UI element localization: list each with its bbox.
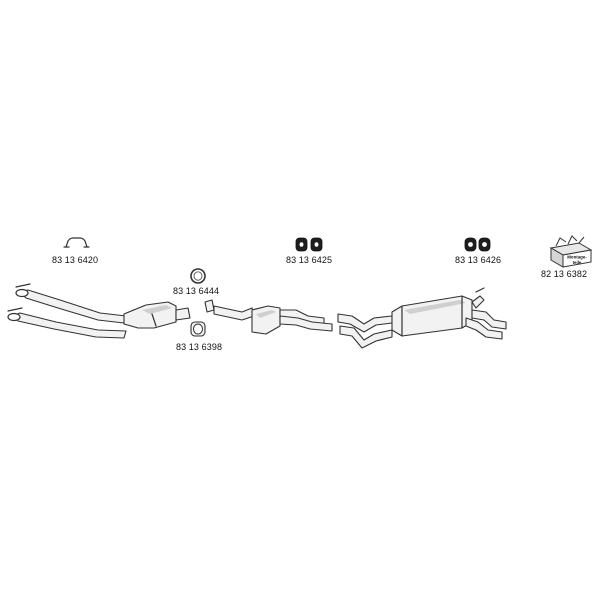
rubber-hanger-a-part [295, 237, 323, 252]
middle-silencer-section [204, 299, 333, 335]
catalytic-converter [123, 301, 191, 329]
mounting-kit-box: Montage- teile [549, 235, 593, 268]
part-number-clamp-bracket: 83 13 6420 [52, 255, 99, 265]
mounting-kit-box-text-line-1: Montage- [567, 255, 587, 260]
part-number-sleeve-connector: 83 13 6398 [176, 342, 223, 352]
rear-muffler-section [337, 287, 507, 349]
mounting-kit-box-text-line-2: teile [573, 260, 582, 265]
ring-gasket-part [190, 268, 206, 284]
part-number-rubber-hanger-b: 83 13 6426 [455, 255, 502, 265]
clamp-bracket-part [63, 237, 90, 248]
part-number-mounting-kit: 82 13 6382 [541, 269, 588, 279]
sleeve-connector-part [190, 321, 206, 337]
front-pipe-section [7, 283, 127, 339]
part-number-ring-gasket: 83 13 6444 [173, 286, 220, 296]
part-number-rubber-hanger-a: 83 13 6425 [286, 255, 333, 265]
rubber-hanger-b-part [464, 237, 491, 252]
